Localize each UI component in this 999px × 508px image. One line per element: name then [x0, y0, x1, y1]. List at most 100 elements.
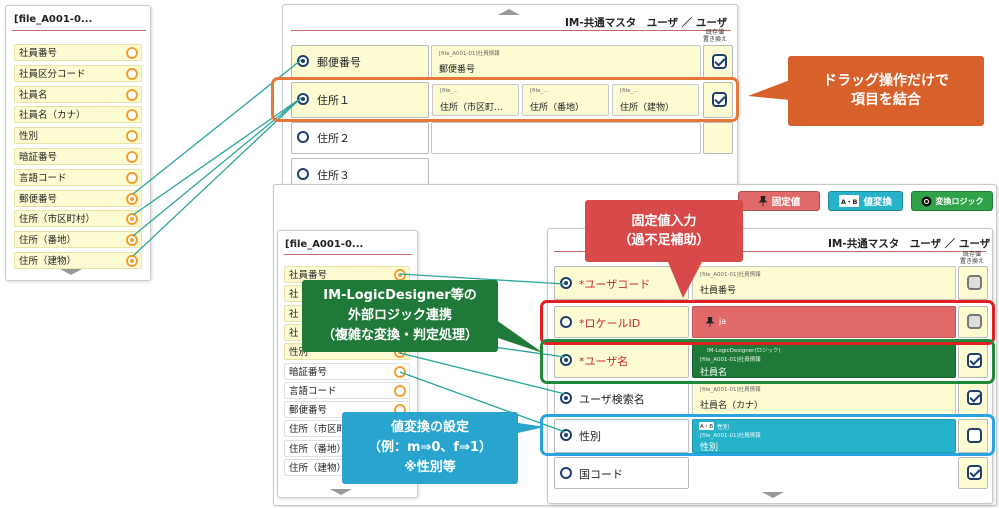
drag-handle-icon[interactable] [394, 365, 406, 378]
highlight-gender-row [540, 414, 995, 456]
bottom-source-scroll-down[interactable] [330, 489, 352, 495]
row-gender-convert-cell[interactable]: A・B 性別 [file_A001-01]社員情報 性別 [692, 419, 956, 453]
top-row-addr2-ring[interactable] [297, 131, 309, 143]
row-user-code-checkbox[interactable] [967, 275, 982, 290]
highlight-address-row [271, 77, 739, 122]
row-gender-checkbox[interactable] [967, 428, 982, 443]
top-source-field[interactable]: 社員名 [14, 85, 142, 103]
top-row-addr1-checkbox[interactable] [712, 92, 727, 107]
top-source-field[interactable]: 性別 [14, 127, 142, 145]
row-user-name-label: *ユーザ名 [579, 355, 629, 368]
top-row-postal-check-cell [703, 45, 733, 79]
top-row-addr1-check-cell [703, 82, 733, 118]
bottom-target-scroll-down[interactable] [762, 492, 784, 498]
top-source-panel: [file_A001-0... 社員番号社員区分コード社員名社員名（カナ） 性別暗… [5, 5, 151, 281]
drag-handle-icon[interactable] [126, 213, 138, 226]
drag-handle-icon[interactable] [126, 109, 138, 122]
top-row-addr1-cell-3[interactable]: [file_... 住所（建物） [612, 84, 699, 116]
drag-handle-icon[interactable] [394, 384, 406, 397]
row-user-code-ring[interactable] [560, 277, 572, 289]
row-gender-check-cell [958, 419, 988, 453]
row-country-code[interactable] [554, 457, 689, 489]
row-country-code-ring[interactable] [560, 467, 572, 479]
row-user-search-name-label: ユーザ検索名 [579, 393, 645, 406]
top-row-addr3-ring[interactable] [297, 168, 309, 180]
top-source-rule [12, 30, 146, 31]
row-user-code-cell[interactable]: [file_A001-01]社員情報 社員番号 [692, 266, 956, 300]
pin-icon [705, 317, 715, 327]
bottom-source-title: [file_A001-0... [285, 239, 364, 250]
drag-handle-icon[interactable] [126, 130, 138, 143]
top-row-addr2-check-cell [703, 122, 733, 154]
row-locale-id-fixed-cell[interactable]: ja [692, 306, 956, 338]
drag-handle-icon[interactable] [126, 234, 138, 247]
row-locale-id-ring[interactable] [560, 316, 572, 328]
top-source-field[interactable]: 暗証番号 [14, 148, 142, 165]
row-gender[interactable] [554, 419, 689, 453]
row-user-code-check-cell [958, 266, 988, 300]
top-row-postal-cell[interactable]: [file_A001-01]社員情報 郵便番号 [431, 45, 701, 79]
row-country-code-label: 国コード [579, 468, 623, 481]
top-source-field[interactable]: 郵便番号 [14, 189, 142, 207]
row-locale-id[interactable] [554, 306, 689, 338]
bottom-target-header: IM-共通マスタ ユーザ ／ ユーザ [828, 238, 991, 250]
top-source-field[interactable]: 住所（番地） [14, 231, 142, 249]
top-row-postal-label: 郵便番号 [317, 56, 361, 69]
top-source-field[interactable]: 住所（市区町村） [14, 210, 142, 228]
top-row-addr2-label: 住所２ [317, 132, 350, 145]
drag-handle-icon[interactable] [126, 192, 138, 205]
row-user-search-name-cell[interactable]: [file_A001-01]社員情報 社員名（カナ） [692, 381, 956, 415]
drag-handle-icon[interactable] [126, 255, 138, 267]
drag-handle-icon[interactable] [126, 67, 138, 80]
top-row-addr1[interactable] [291, 82, 429, 118]
callout-drag-merge: ドラッグ操作だけで 項目を結合 [788, 56, 984, 126]
drag-handle-icon[interactable] [126, 88, 138, 101]
drag-handle-icon[interactable] [126, 171, 138, 184]
row-user-search-name-ring[interactable] [560, 392, 572, 404]
top-row-addr2[interactable] [291, 122, 429, 154]
row-user-name[interactable] [554, 344, 689, 378]
bottom-source-rule [284, 254, 412, 255]
pin-icon [758, 196, 768, 206]
top-source-field[interactable]: 住所（建物） [14, 252, 142, 269]
row-user-search-name-checkbox[interactable] [967, 390, 982, 405]
bottom-target-panel: IM-共通マスタ ユーザ ／ ユーザ 既存値 置き換え *ユーザコード [fil… [547, 228, 993, 504]
row-user-code[interactable] [554, 266, 689, 300]
top-source-field[interactable]: 社員名（カナ） [14, 106, 142, 124]
fixed-value-button[interactable]: 固定値 [738, 191, 820, 211]
top-row-postal-ring[interactable] [297, 55, 309, 67]
top-target-header-rule [291, 30, 731, 31]
row-country-code-checkbox[interactable] [967, 465, 982, 480]
top-source-field[interactable]: 社員区分コード [14, 64, 142, 82]
top-row-addr1-cell-2[interactable]: [file_... 住所（番地） [522, 84, 609, 116]
top-row-postal-checkbox[interactable] [712, 54, 727, 69]
bottom-source-field[interactable]: 言語コード [284, 381, 410, 399]
top-row-addr1-label: 住所１ [317, 94, 350, 107]
logic-convert-button[interactable]: 変換ロジック [911, 191, 993, 211]
drag-handle-icon[interactable] [126, 47, 138, 59]
row-user-search-name[interactable] [554, 381, 689, 415]
top-source-field[interactable]: 言語コード [14, 168, 142, 186]
row-user-name-checkbox[interactable] [967, 353, 982, 368]
top-row-addr1-cell-1[interactable]: [file_... 住所（市区町... [432, 84, 519, 116]
top-col-header: 既存値 置き換え [702, 29, 727, 43]
bottom-col-header: 既存値 置き換え [959, 251, 984, 265]
callout-logic: IM-LogicDesigner等の 外部ロジック連携 （複雑な変換・判定処理） [302, 280, 498, 352]
value-convert-button[interactable]: A・B 値変換 [828, 191, 903, 211]
top-target-scroll-up[interactable] [498, 9, 520, 15]
drag-handle-icon[interactable] [126, 151, 138, 163]
top-source-field[interactable]: 社員番号 [14, 44, 142, 61]
top-source-title: [file_A001-0... [14, 14, 93, 25]
row-user-search-name-check-cell [958, 381, 988, 415]
top-source-scroll-down[interactable] [60, 269, 82, 275]
bottom-source-field[interactable]: 社員番号 [284, 266, 410, 283]
top-target-panel: IM-共通マスタ ユーザ ／ ユーザ 既存値 置き換え 郵便番号 [file_A… [282, 4, 738, 190]
highlight-locale-row [540, 300, 995, 345]
top-row-postal[interactable] [291, 45, 429, 79]
row-locale-id-checkbox[interactable] [967, 314, 982, 329]
bottom-target-header-rule [554, 251, 986, 252]
top-row-addr2-cell[interactable] [431, 122, 701, 154]
bottom-source-field[interactable]: 暗証番号 [284, 362, 410, 380]
row-user-code-label: *ユーザコード [579, 278, 651, 291]
callout-fixed-value: 固定値入力 （過不足補助） [585, 200, 743, 262]
